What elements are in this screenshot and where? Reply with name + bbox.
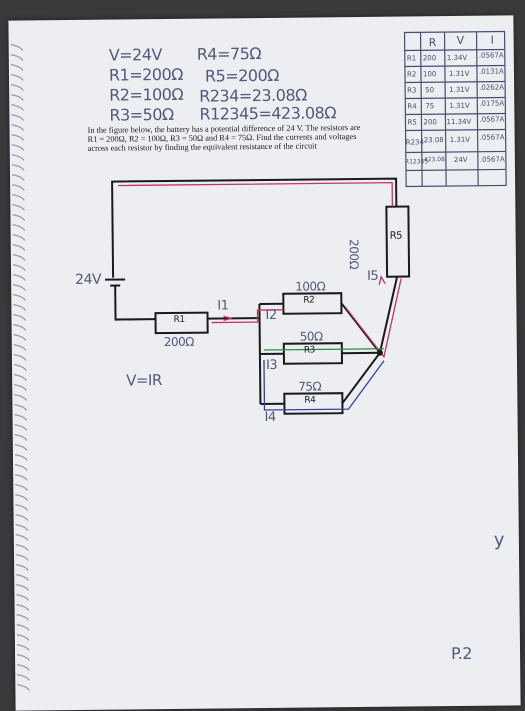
- r4-label: R4: [304, 395, 315, 405]
- current-i1: I1: [217, 298, 228, 313]
- r5-value: 200Ω: [347, 239, 361, 269]
- wire-r1-junction: [208, 318, 260, 319]
- page-number: P.2: [451, 644, 472, 663]
- r2-value: 100Ω: [295, 279, 325, 293]
- notebook-page: V=24V R4=75Ω R1=200Ω R5=200Ω R2=100Ω R23…: [8, 15, 520, 710]
- current-i2: I2: [265, 308, 276, 323]
- r1-value: 200Ω: [164, 335, 194, 349]
- current-trace-pink: [118, 183, 392, 210]
- current-i3: I3: [266, 358, 277, 373]
- r5-label: R5: [390, 231, 402, 242]
- circuit-diagram: [8, 15, 520, 710]
- current-i5: I5: [367, 269, 378, 284]
- ohms-law: V=IR: [126, 371, 162, 389]
- current-trace-green: [264, 349, 384, 350]
- r2-label: R2: [303, 295, 314, 305]
- current-i4: I4: [264, 410, 275, 425]
- current-trace-blue: [264, 359, 385, 410]
- i5-arrow: [379, 277, 385, 285]
- wire-battery-r1: [115, 285, 155, 319]
- wire-r4-node: [342, 353, 381, 403]
- battery-label: 24V: [75, 272, 101, 288]
- r3-value: 50Ω: [300, 329, 323, 343]
- r4-value: 75Ω: [298, 379, 321, 393]
- r1-label: R1: [173, 315, 184, 325]
- r3-label: R3: [304, 345, 315, 355]
- margin-note: y: [494, 530, 504, 551]
- wire-r5-node: [379, 277, 398, 353]
